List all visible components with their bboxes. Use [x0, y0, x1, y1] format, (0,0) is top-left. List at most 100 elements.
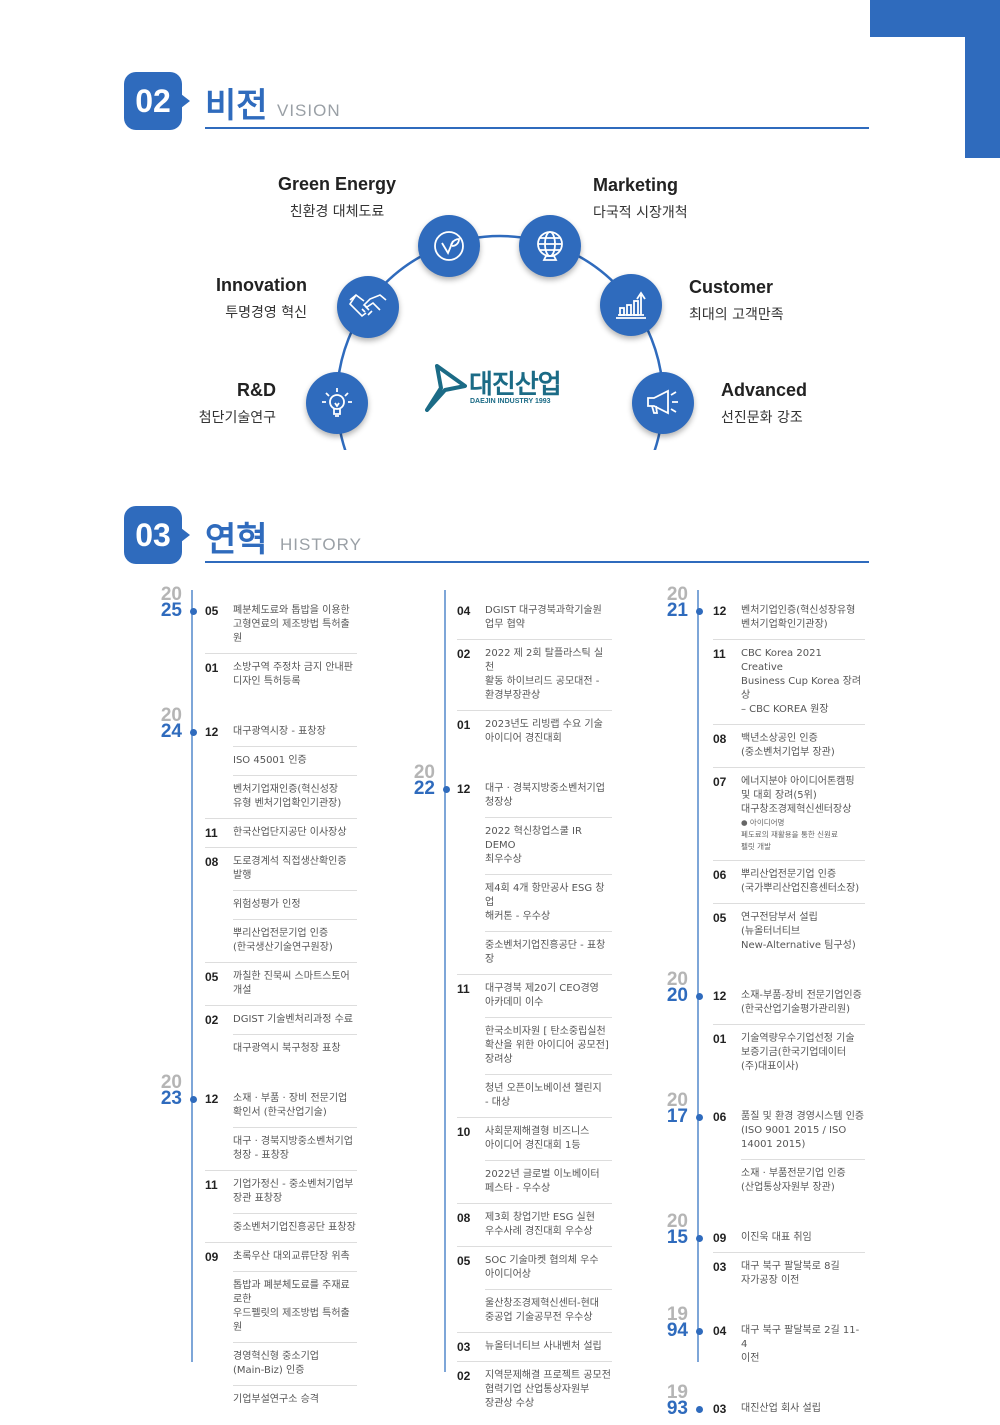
timeline-dot: [695, 1235, 703, 1242]
entry-text: 중소벤처기업진흥공단 표창장: [233, 1222, 356, 1233]
entry-text: 위험성평가 인정: [233, 899, 301, 910]
entry-month: 09: [205, 1250, 219, 1264]
entry-text: 청년 오픈이노베이션 챌린지 - 대상: [485, 1083, 602, 1108]
entry-month: 09: [713, 1231, 727, 1245]
divider: [233, 1342, 357, 1343]
divider: [713, 903, 865, 904]
megaphone-icon: [632, 372, 694, 434]
entry-month: 11: [205, 1178, 218, 1192]
entry-text: 대구광역시 북구청장 표창: [233, 1043, 341, 1054]
divider: [457, 1361, 612, 1362]
entry-text: CBC Korea 2021 Creative Business Cup Kor…: [741, 648, 862, 715]
entry-text: 대구 · 경북지방중소벤처기업 청장상: [485, 783, 605, 808]
year-digits: 21: [666, 600, 688, 621]
divider: [233, 1271, 357, 1272]
history-entry: 2022년 글로벌 이노베이터 페스타 - 우수상: [457, 1161, 612, 1203]
entry-month: 08: [713, 732, 727, 746]
entry-month: 05: [713, 911, 727, 925]
entry-text: 기업가정신 - 중소벤처기업부 장관 표창장: [233, 1179, 354, 1204]
entry-text: ISO 45001 인증: [233, 755, 307, 766]
history-entry: 05 SOC 기술마켓 협의체 우수 아이디어상: [457, 1247, 612, 1289]
year-digits: 15: [666, 1227, 688, 1248]
entry-month: 07: [713, 775, 727, 789]
entry-text: 기술역량우수기업선정 기술 보증기금(한국기업데이터 (주)대표이사): [741, 1033, 855, 1072]
history-entry: 한국소비자원 [ 탄소중립실천 확산을 위한 아이디어 공모전] 장려상: [457, 1018, 612, 1074]
divider: [205, 962, 357, 963]
entry-month: 03: [713, 1402, 727, 1416]
entry-text: 2022년 글로벌 이노베이터 페스타 - 우수상: [485, 1169, 600, 1194]
company-logo: 대진산업 DAEJIN INDUSTRY 1993: [425, 364, 575, 412]
year-century: 20: [160, 584, 182, 605]
history-entry: 중소벤처기업진흥공단 - 표창장: [457, 932, 612, 974]
divider: [233, 1034, 357, 1035]
entry-month: 04: [713, 1324, 727, 1338]
entry-text: DGIST 대구경북과학기술원 업무 협약: [485, 605, 602, 630]
section-number-badge: 02: [124, 72, 190, 130]
divider: [233, 1127, 357, 1128]
history-entry: 11 한국산업단지공단 이사장상: [205, 819, 357, 847]
section-number-badge: 03: [124, 506, 190, 564]
entry-text: 소재 · 부품 · 장비 전문기업 확인서 (한국산업기술): [233, 1093, 348, 1118]
entry-month: 08: [457, 1211, 471, 1225]
entry-month: 01: [205, 661, 219, 675]
timeline-line: [444, 590, 446, 1372]
divider: [713, 639, 865, 640]
divider: [233, 746, 357, 747]
timeline-line: [697, 590, 699, 1362]
entry-text: 소방구역 주정차 금지 안내판 디자인 특허등록: [233, 662, 353, 687]
year-digits: 20: [666, 985, 688, 1006]
entry-text: 이진욱 대표 취임: [741, 1232, 812, 1243]
history-entry: 벤처기업재인증(혁신성장 유형 벤처기업확인기관장): [205, 776, 357, 818]
history-entry: ISO 45001 인증: [205, 747, 357, 775]
logo-mark-icon: [425, 364, 467, 412]
history-entry: 제4회 4개 항만공사 ESG 창업 해커톤 - 우수상: [457, 875, 612, 931]
section-divider: [205, 561, 869, 563]
year-century: 20: [160, 1072, 182, 1093]
year-digits: 23: [160, 1088, 182, 1109]
timeline-line: [191, 590, 193, 1362]
divider: [741, 1159, 865, 1160]
divider: [457, 1246, 612, 1247]
section-divider: [205, 127, 869, 129]
entry-month: 12: [205, 725, 219, 739]
history-entry: 기업부설연구소 승격: [205, 1386, 357, 1414]
divider: [713, 1024, 865, 1025]
entry-month: 11: [713, 647, 726, 661]
entry-month: 01: [457, 718, 471, 732]
history-entry: 중소벤처기업진흥공단 표창장: [205, 1214, 357, 1242]
entry-month: 12: [713, 604, 727, 618]
timeline-dot: [189, 608, 197, 615]
entry-month: 05: [457, 1254, 471, 1268]
year-century: 19: [666, 1382, 688, 1403]
vision-section-header: 02 비전 VISION: [124, 72, 869, 132]
entry-month: 02: [457, 647, 471, 661]
entry-month: 02: [205, 1013, 219, 1027]
timeline-dot: [695, 993, 703, 1000]
entry-month: 11: [457, 982, 470, 996]
handshake-icon: [337, 276, 399, 338]
entry-month: 04: [457, 604, 471, 618]
divider: [205, 1242, 357, 1243]
entry-month: 11: [205, 826, 218, 840]
entry-text: 울산창조경제혁신센터-현대 중공업 기술공무전 우수상: [485, 1298, 600, 1323]
corner-decoration: [870, 0, 1000, 37]
entry-text: 한국산업단지공단 이사장상: [233, 827, 347, 838]
globe-icon: [519, 215, 581, 277]
entry-text: SOC 기술마켓 협의체 우수 아이디어상: [485, 1255, 599, 1280]
